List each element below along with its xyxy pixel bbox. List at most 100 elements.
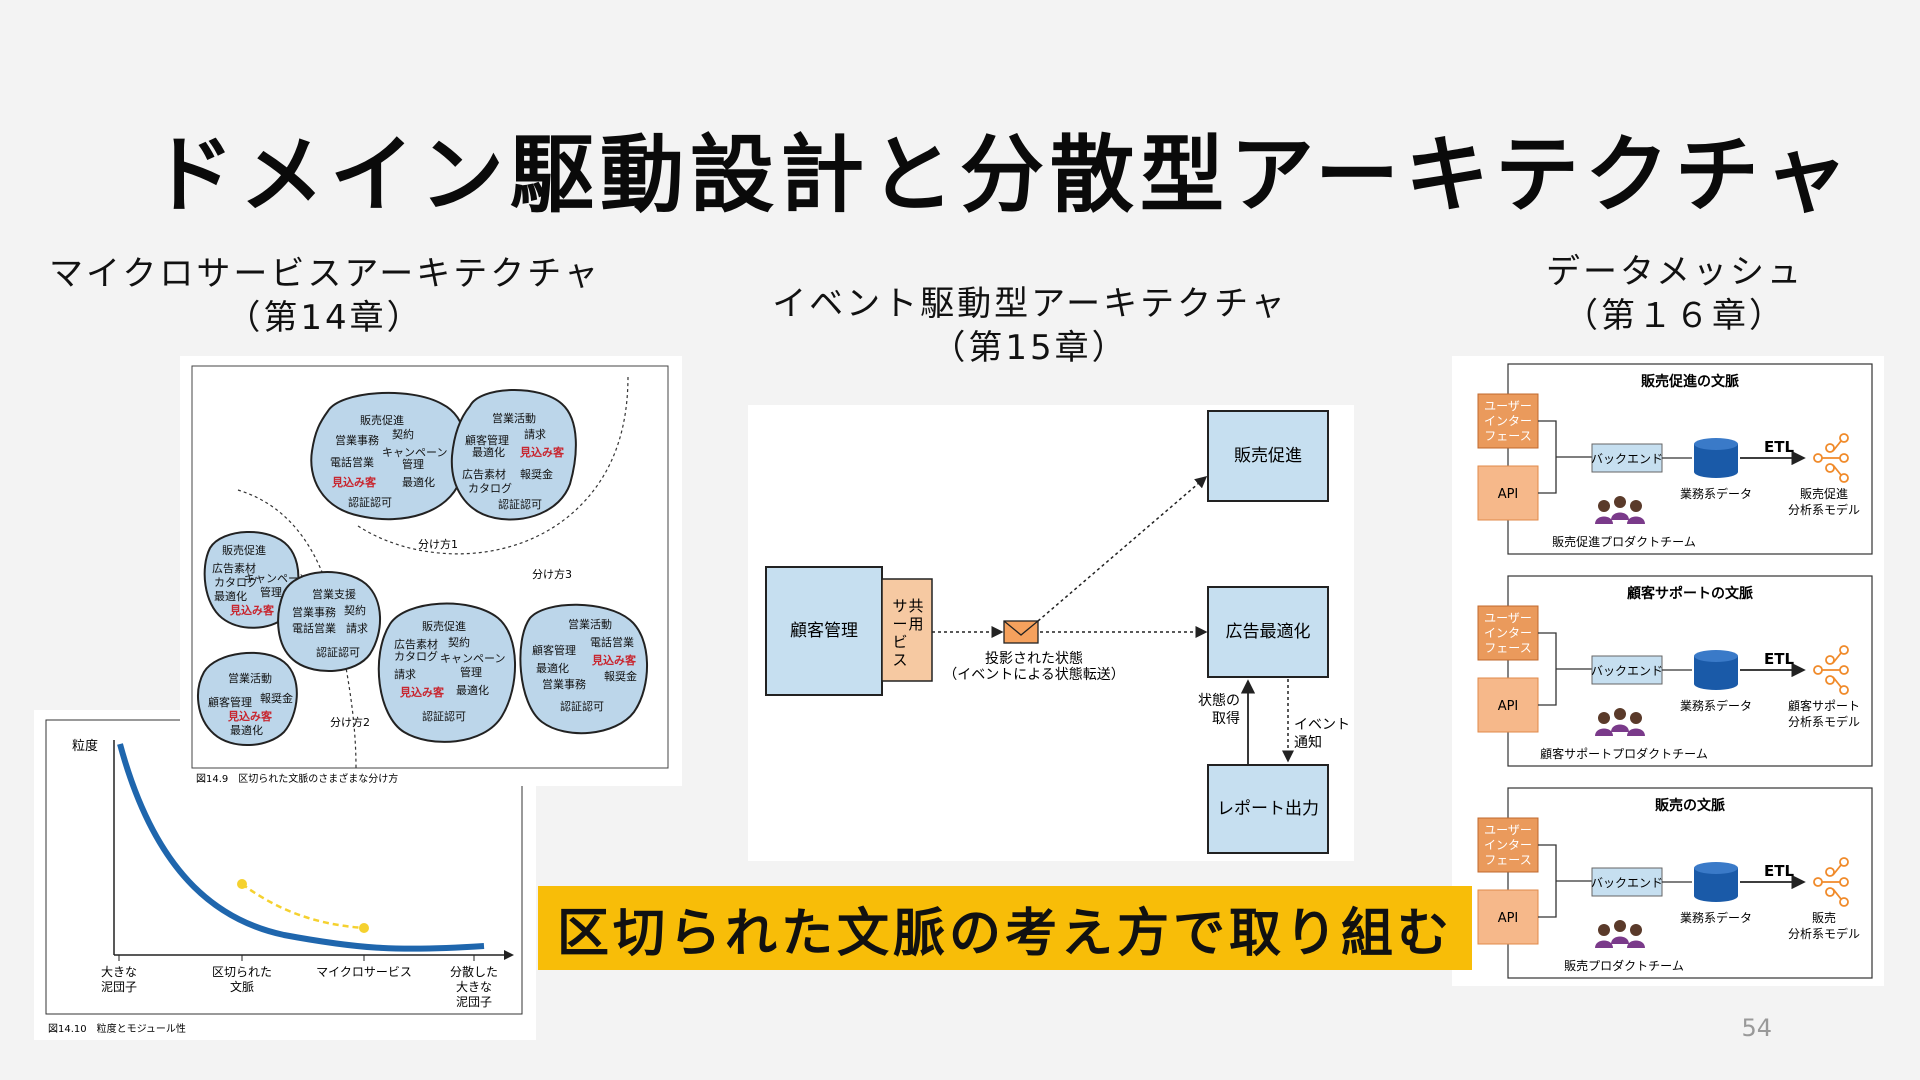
svg-text:営業活動電話営業顧客管理最適化報奨金営業事務認証認可: 営業活動電話営業顧客管理最適化報奨金営業事務認証認可 — [532, 617, 637, 713]
mesh-team-3: 販売プロダクトチーム — [1564, 958, 1684, 973]
network-icon — [1813, 645, 1849, 695]
mesh-team-2: 顧客サポートプロダクトチーム — [1540, 746, 1708, 761]
key-message-banner: 区切られた文脈の考え方で取り組む — [538, 886, 1472, 970]
svg-text:ユーザーインターフェース: ユーザーインターフェース — [1484, 399, 1532, 443]
mesh-panel-title-1: 販売促進の文脈 — [1641, 373, 1739, 390]
mesh-etl-label-1: ETL — [1764, 438, 1794, 456]
granularity-highlight — [241, 882, 365, 930]
slide-title: ドメイン駆動設計と分散型アーキテクチャ — [150, 126, 1855, 224]
mesh-backend-2 — [1591, 655, 1663, 685]
mesh-backend-label-3: バックエンド — [1591, 876, 1663, 890]
bounded-contexts-diagram: 販売促進営業事務契約キャンペーン電話営業管理最適化認証認可 見込み客 営業活動顧… — [191, 365, 669, 785]
microservices-heading: マイクロサービスアーキテクチャ （第14章） — [40, 252, 610, 340]
mesh-team-1: 販売促進プロダクトチーム — [1552, 534, 1696, 549]
label-event-notify: イベント通知 — [1294, 717, 1350, 751]
granularity-chart: 粒度 大きな泥団子 区切られた文脈 マイクロサービス 分散した大きな泥団子 図1… — [45, 719, 523, 1035]
mesh-api-label-3: API — [1498, 911, 1519, 926]
mesh-model-3b: 分析系モデル — [1788, 926, 1860, 941]
mesh-etl-label-3: ETL — [1764, 862, 1794, 880]
mesh-ui-box-3 — [1477, 817, 1539, 873]
mesh-api-box-2 — [1477, 677, 1539, 733]
svg-text:ユーザーインターフェース: ユーザーインターフェース — [1484, 823, 1532, 867]
microservices-chapter: （第14章） — [226, 298, 424, 338]
svg-text:見込み客: 見込み客 — [399, 685, 445, 699]
label-way3: 分け方3 — [532, 567, 572, 581]
event-projected-state: 投影された状態 — [985, 651, 1083, 667]
page-number: 54 — [1741, 1014, 1772, 1042]
network-icon — [1813, 433, 1849, 483]
bubble-sales-activity-2: 営業活動顧客管理報奨金最適化 見込み客 — [197, 651, 298, 746]
box-ad-optimization — [1207, 586, 1329, 678]
mesh-model-3a: 販売 — [1812, 910, 1836, 925]
label-get-state: 状態の取得 — [1198, 693, 1240, 727]
label-way2: 分け方2 — [330, 715, 370, 729]
event-envelope-icon — [1003, 620, 1039, 644]
bounded-contexts-caption: 図14.9 区切られた文脈のさまざまな分け方 — [196, 772, 398, 785]
mesh-model-1b: 分析系モデル — [1788, 502, 1860, 517]
svg-text:販売促進分析系モデル: 販売促進分析系モデル — [1788, 486, 1860, 517]
mesh-panel-title-3: 販売の文脈 — [1655, 797, 1725, 814]
box-shared-service — [881, 578, 933, 682]
svg-text:販売分析系モデル: 販売分析系モデル — [1788, 910, 1860, 941]
bubble-sales-activity-1: 営業活動顧客管理請求最適化広告素材報奨金カタログ認証認可 見込み客 — [450, 388, 577, 521]
mesh-backend-label-2: バックエンド — [1591, 664, 1663, 678]
bubble-sales-promo-1: 販売促進営業事務契約キャンペーン電話営業管理最適化認証認可 見込み客 — [310, 391, 468, 521]
box-shared-service-label: サービス共用 — [892, 597, 923, 669]
mesh-model-1a: 販売促進 — [1800, 486, 1848, 501]
mesh-api-label-2: API — [1498, 699, 1519, 714]
svg-text:見込み客: 見込み客 — [331, 475, 377, 489]
data-mesh-svg: 販売促進の文脈 ユーザーインターフェース API バックエンド 業務系データ E… — [1477, 363, 1873, 979]
mesh-panel-sales: 販売の文脈 ユーザーインターフェース API バックエンド 業務系データ ETL… — [1477, 787, 1873, 979]
box-customer-label: 顧客管理 — [790, 621, 858, 641]
svg-text:見込み客: 見込み客 — [227, 709, 273, 723]
data-mesh-heading-text: データメッシュ — [1546, 252, 1804, 292]
granularity-tick-big-ball: 大きな泥団子 — [101, 965, 137, 994]
svg-text:見込み客: 見込み客 — [591, 653, 637, 667]
mesh-model-2a: 顧客サポート — [1788, 698, 1860, 713]
event-driven-chapter: （第15章） — [931, 328, 1129, 368]
mesh-api-label-1: API — [1498, 487, 1519, 502]
mesh-panel-customer-support: 顧客サポートの文脈 ユーザーインターフェース API バックエンド 業務系データ… — [1477, 575, 1873, 767]
microservices-heading-text: マイクロサービスアーキテクチャ — [49, 254, 601, 294]
svg-text:見込み客: 見込み客 — [519, 445, 565, 459]
network-icon — [1813, 857, 1849, 907]
box-report-output — [1207, 764, 1329, 854]
event-driven-diagram: 顧客管理 サービス共用 販売促進 広告最適化 レポート出力 投影された状態 （イ… — [748, 405, 1354, 861]
mesh-panel-sales-promo: 販売促進の文脈 ユーザーインターフェース API バックエンド 業務系データ E… — [1477, 363, 1873, 555]
box-sales-promo-label: 販売促進 — [1234, 446, 1302, 466]
mesh-db-label-2: 業務系データ — [1680, 698, 1752, 713]
granularity-ylabel: 粒度 — [72, 738, 98, 754]
figure-bounded-contexts: 販売促進営業事務契約キャンペーン電話営業管理最適化認証認可 見込み客 営業活動顧… — [180, 356, 682, 786]
granularity-tick-distributed: 分散した大きな泥団子 — [450, 964, 498, 1009]
mesh-panel-title-2: 顧客サポートの文脈 — [1627, 585, 1753, 602]
granularity-curve — [117, 743, 485, 952]
svg-text:顧客サポート分析系モデル: 顧客サポート分析系モデル — [1788, 698, 1860, 729]
database-icon — [1694, 438, 1738, 478]
database-icon — [1694, 650, 1738, 690]
box-sales-promo — [1207, 410, 1329, 502]
event-driven-heading: イベント駆動型アーキテクチャ （第15章） — [760, 282, 1300, 370]
granularity-tick-bounded-context: 区切られた文脈 — [212, 965, 272, 994]
event-driven-svg: 顧客管理 サービス共用 販売促進 広告最適化 レポート出力 投影された状態 （イ… — [765, 410, 1350, 854]
granularity-tick-microservices: マイクロサービス — [316, 965, 412, 979]
mesh-backend-1 — [1591, 443, 1663, 473]
data-mesh-diagram: 販売促進の文脈 ユーザーインターフェース API バックエンド 業務系データ E… — [1452, 356, 1884, 986]
event-driven-heading-text: イベント駆動型アーキテクチャ — [772, 284, 1288, 324]
mesh-backend-3 — [1591, 867, 1663, 897]
mesh-model-2b: 分析系モデル — [1788, 714, 1860, 729]
granularity-point-start — [237, 879, 247, 889]
mesh-ui-box-1 — [1477, 393, 1539, 449]
box-report-output-label: レポート出力 — [1217, 799, 1319, 819]
bubble-sales-promo-3: 販売促進広告素材契約カタログキャンペーン管理請求最適化認証認可 見込み客 — [377, 602, 517, 743]
bubble-sales-support: 営業支援営業事務契約電話営業請求認証認可 — [277, 571, 381, 672]
event-state-transfer: （イベントによる状態転送） — [943, 667, 1125, 683]
mesh-backend-label-1: バックエンド — [1591, 452, 1663, 466]
svg-text:見込み客: 見込み客 — [229, 603, 275, 617]
data-mesh-chapter: （第１６章） — [1564, 296, 1786, 336]
box-customer-management — [765, 566, 883, 696]
